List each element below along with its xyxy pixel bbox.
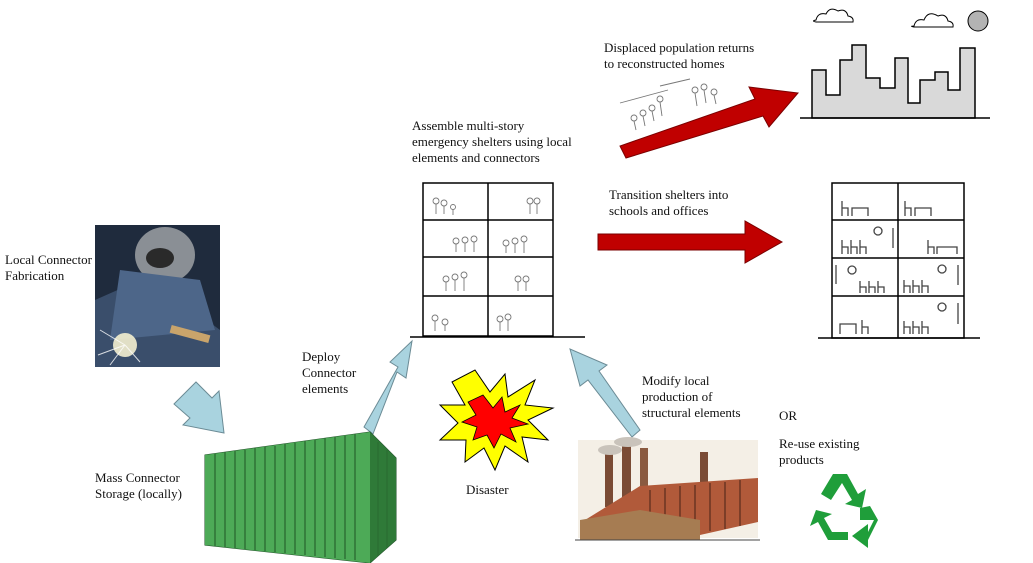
arrow-production-to-shelter	[569, 348, 641, 438]
label-mass-storage: Mass Connector Storage (locally)	[95, 470, 182, 501]
label-transition: Transition shelters into schools and off…	[609, 187, 729, 218]
factory-icon	[575, 437, 760, 541]
label-displaced: Displaced population returns to reconstr…	[604, 40, 755, 71]
arrow-storage-to-shelter	[363, 339, 413, 435]
cloud-icon	[813, 8, 854, 23]
cloud-icon	[911, 13, 954, 28]
sun-icon	[967, 10, 989, 32]
label-modify: Modify local production of structural el…	[642, 373, 741, 420]
displaced-people-sketch-icon	[619, 78, 718, 131]
label-or: OR	[779, 408, 798, 423]
school-office-building-icon	[818, 182, 980, 339]
shipping-container-icon	[204, 431, 397, 563]
welder-photo-icon	[95, 225, 220, 367]
disaster-explosion-icon	[438, 369, 555, 472]
arrow-to-schools-offices	[597, 220, 784, 264]
recycle-icon	[810, 474, 878, 548]
arrow-fabrication-to-storage	[173, 381, 225, 434]
multi-story-shelter-icon	[410, 182, 585, 338]
label-reuse: Re-use existing products	[779, 436, 860, 467]
arrow-to-reconstructed-homes	[619, 86, 799, 159]
label-deploy: Deploy Connector elements	[302, 349, 357, 396]
label-disaster: Disaster	[466, 482, 509, 497]
label-assemble: Assemble multi-story emergency shelters …	[412, 118, 572, 165]
label-local-fabrication: Local Connector Fabrication	[5, 252, 92, 283]
city-skyline-icon	[800, 8, 990, 119]
